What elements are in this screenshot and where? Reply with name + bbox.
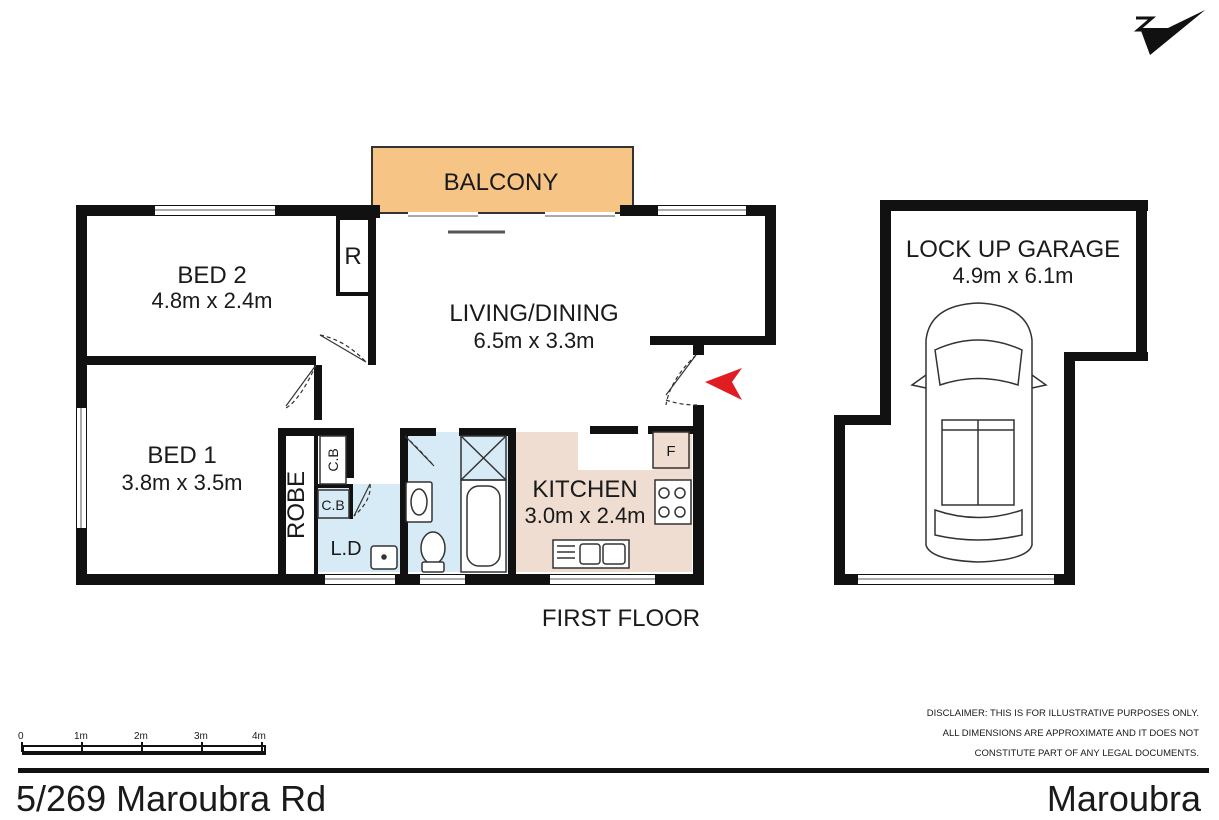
cb-lower-label: C.B bbox=[321, 497, 344, 513]
floor-plan: 0 1m 2m 3m 4m BALCONY BED 2 4.8m x 2.4m … bbox=[18, 10, 1205, 755]
bed2-dims: 4.8m x 2.4m bbox=[151, 288, 272, 313]
bathtub-icon bbox=[460, 479, 507, 573]
cb-upper-box bbox=[319, 435, 347, 485]
scale-tick-2m: 2m bbox=[134, 731, 148, 742]
balcony-area bbox=[371, 146, 634, 214]
scale-tick-0: 0 bbox=[18, 731, 24, 742]
kitchen-sink-icon bbox=[552, 539, 630, 569]
entry-arrow-icon bbox=[705, 368, 742, 400]
balcony-label: BALCONY bbox=[444, 169, 559, 196]
disclaimer-line-3: CONSTITUTE PART OF ANY LEGAL DOCUMENTS. bbox=[974, 748, 1199, 759]
scale-tick-1m: 1m bbox=[74, 731, 88, 742]
floor-label: FIRST FLOOR bbox=[542, 605, 700, 632]
garage-dims: 4.9m x 6.1m bbox=[952, 263, 1073, 288]
fridge-box bbox=[652, 431, 690, 469]
bed2-label: BED 2 bbox=[177, 262, 246, 289]
car-icon bbox=[910, 302, 1048, 563]
scale-tick-3m: 3m bbox=[194, 731, 208, 742]
fridge-label: F bbox=[666, 443, 675, 460]
basin-icon bbox=[405, 481, 433, 523]
living-dining-label: LIVING/DINING bbox=[449, 300, 618, 327]
disclaimer-line-1: DISCLAIMER: THIS IS FOR ILLUSTRATIVE PUR… bbox=[926, 708, 1199, 719]
kitchen-area bbox=[511, 432, 692, 572]
cb-upper-label: C.B bbox=[325, 448, 341, 471]
interior-walls bbox=[84, 215, 703, 574]
disclaimer: DISCLAIMER: THIS IS FOR ILLUSTRATIVE PUR… bbox=[869, 704, 1199, 764]
property-suburb: Maroubra bbox=[1046, 778, 1201, 819]
door-swings bbox=[285, 334, 698, 517]
garage-label: LOCK UP GARAGE bbox=[906, 236, 1120, 263]
scale-bar: 0 1m 2m 3m 4m bbox=[18, 731, 266, 755]
disclaimer-line-2: ALL DIMENSIONS ARE APPROXIMATE AND IT DO… bbox=[942, 728, 1199, 739]
bed1-dims: 3.8m x 3.5m bbox=[121, 470, 242, 495]
footer-divider bbox=[18, 768, 1209, 773]
toilet-icon bbox=[420, 531, 446, 573]
kitchen-dims: 3.0m x 2.4m bbox=[524, 503, 645, 528]
cooktop-icon bbox=[654, 479, 692, 525]
laundry-label: L.D bbox=[330, 538, 361, 560]
property-address: 5/269 Maroubra Rd bbox=[16, 778, 327, 819]
robe-r-label: R bbox=[344, 243, 361, 270]
kitchen-label: KITCHEN bbox=[532, 476, 637, 503]
bed1-label: BED 1 bbox=[147, 442, 216, 469]
living-dining-dims: 6.5m x 3.3m bbox=[473, 328, 594, 353]
windows bbox=[77, 206, 746, 584]
scale-tick-4m: 4m bbox=[252, 731, 266, 742]
shower-icon bbox=[460, 435, 507, 481]
sink-icon bbox=[370, 545, 398, 570]
cb-lower-box bbox=[317, 489, 350, 519]
robe-label: ROBE bbox=[283, 471, 310, 539]
north-arrow-icon bbox=[1133, 10, 1205, 55]
